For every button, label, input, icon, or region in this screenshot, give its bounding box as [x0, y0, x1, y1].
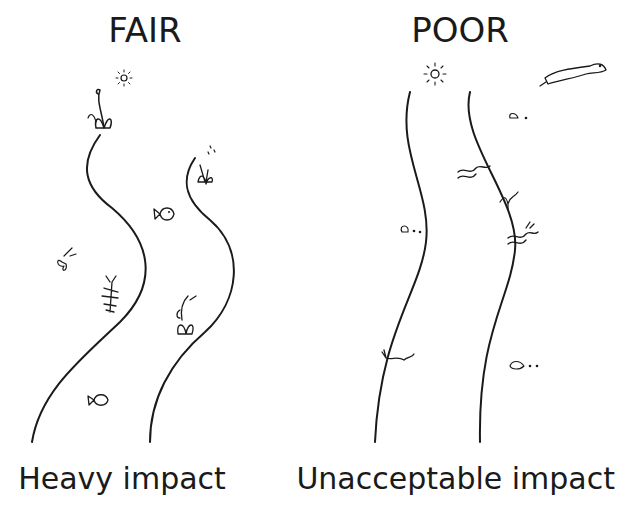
impact-caption: Unacceptable impact [296, 462, 615, 495]
panel-heading: POOR [411, 12, 509, 49]
fair-stream [32, 70, 234, 442]
impact-caption: Heavy impact [18, 462, 226, 495]
poor-stream [375, 63, 606, 442]
panel-heading: FAIR [108, 12, 181, 49]
